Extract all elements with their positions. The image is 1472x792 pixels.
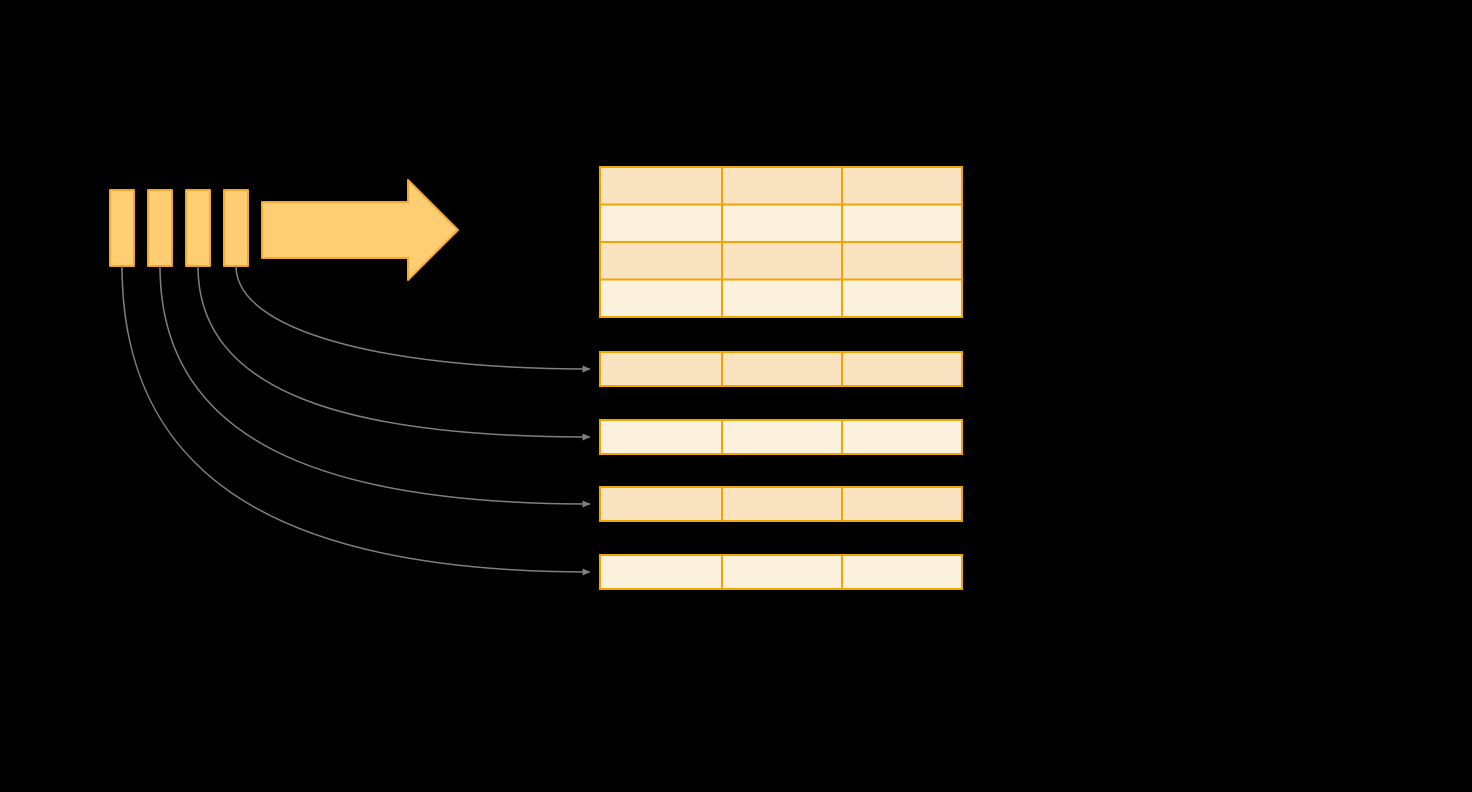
- stream-bar-1: [109, 189, 135, 267]
- mapping-connector-bar3-to-row2: [197, 265, 591, 441]
- main-table-row-3: [599, 241, 963, 281]
- stream-bar-3: [185, 189, 211, 267]
- mapping-connector-bar1-to-row4: [121, 265, 591, 576]
- row-table-1-body: [599, 351, 963, 387]
- stream-bar-4: [223, 189, 249, 267]
- mapping-connector-bar2-to-row3: [159, 265, 591, 508]
- stream-bars-group: [109, 189, 249, 267]
- row-table-2: [599, 419, 963, 455]
- row-table-4: [599, 554, 963, 590]
- flow-arrow: [261, 179, 459, 281]
- main-table-row-4: [599, 278, 963, 318]
- row-table-2-body: [599, 419, 963, 455]
- row-table-4-body: [599, 554, 963, 590]
- main-table-row-1: [599, 166, 963, 206]
- stream-bar-2: [147, 189, 173, 267]
- main-table: [599, 166, 963, 318]
- row-table-3-body: [599, 486, 963, 522]
- mapping-connector-bar4-to-row1: [235, 265, 591, 373]
- row-table-1: [599, 351, 963, 387]
- mapping-connectors-group: [121, 265, 591, 576]
- row-table-3: [599, 486, 963, 522]
- main-table-row-2: [599, 203, 963, 243]
